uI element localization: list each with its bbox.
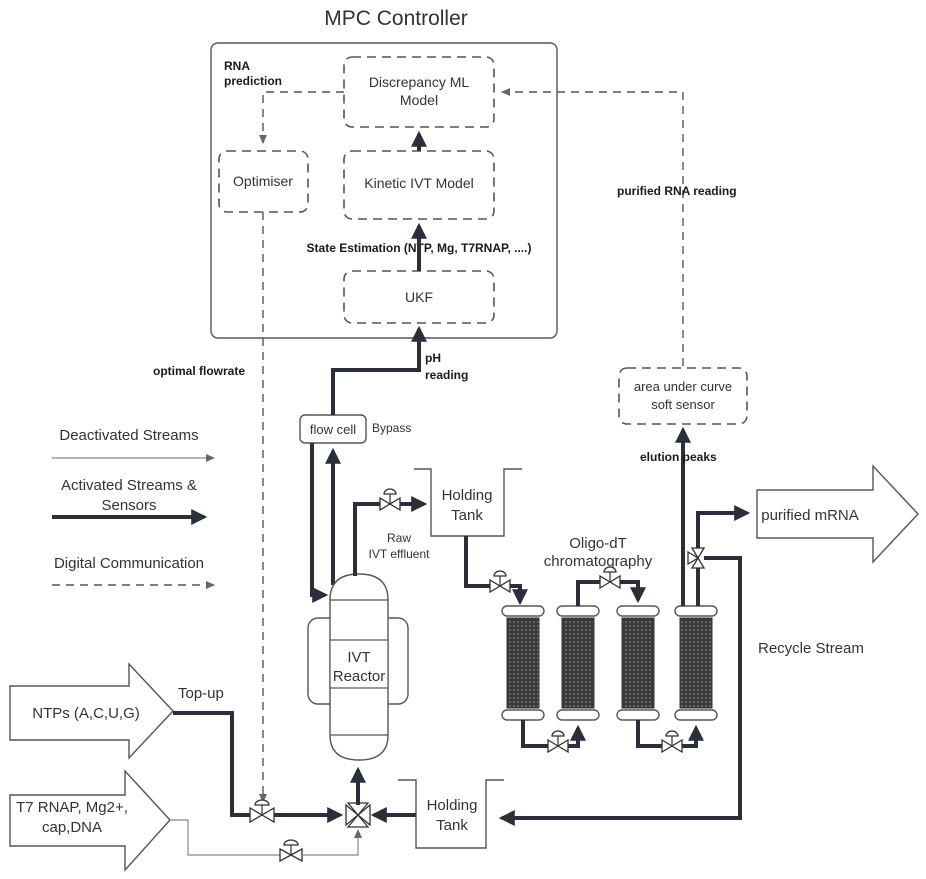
soft-sensor-label-line1: area under curve xyxy=(634,379,732,394)
effluent-valve xyxy=(379,488,401,512)
legend-digital-label: Digital Communication xyxy=(54,555,204,572)
optimal-flowrate-label: optimal flowrate xyxy=(153,364,245,378)
ntps-label: NTPs (A,C,U,G) xyxy=(32,705,140,722)
recycle-stream-label: Recycle Stream xyxy=(758,640,864,657)
tank-to-column-stream-b xyxy=(510,584,528,606)
discrepancy-ml-model-box xyxy=(343,56,495,128)
recycle-stream xyxy=(498,556,742,826)
ph-reading-stream xyxy=(331,325,427,415)
rna-prediction-label-line1: RNA xyxy=(224,59,250,73)
top-up-valve xyxy=(249,799,275,824)
purified-mrna-arrow xyxy=(756,464,919,564)
rna-prediction-label-line2: prediction xyxy=(224,74,282,88)
column-valve-2 xyxy=(599,566,621,590)
reactor-label-panel xyxy=(329,639,389,689)
prediction-to-optimiser-link xyxy=(259,91,344,144)
kinetic-model-label: Kinetic IVT Model xyxy=(364,175,473,191)
flow-cell-return-stream xyxy=(310,443,329,603)
bypass-label: Bypass xyxy=(372,421,411,435)
t7-valve xyxy=(279,839,303,863)
chromatography-column-2 xyxy=(556,605,600,721)
chromatography-label-line1: Oligo-dT xyxy=(569,535,627,552)
purified-rna-reading-link xyxy=(501,88,684,366)
raw-effluent-label-line2: IVT effluent xyxy=(369,547,431,561)
ntps-feed-arrow xyxy=(9,662,174,760)
tank-to-column-stream-a xyxy=(464,536,490,588)
raw-effluent-stream-a xyxy=(353,502,380,576)
soft-sensor-box xyxy=(618,367,748,425)
column3-to-column4-stream-a xyxy=(636,720,662,748)
ph-reading-label-line2: reading xyxy=(425,368,468,382)
t7-label-line2: cap,DNA xyxy=(42,819,102,836)
ukf-label: UKF xyxy=(405,289,433,305)
optimiser-label: Optimiser xyxy=(233,173,293,189)
t7-feed-arrow xyxy=(9,769,171,872)
column-valve-1 xyxy=(547,730,569,754)
reactor-inlet-valve xyxy=(345,802,371,828)
holding-tank-top-label-line1: Holding xyxy=(442,487,493,504)
soft-sensor-label-line2: soft sensor xyxy=(651,397,715,412)
raw-effluent-label-line1: Raw xyxy=(387,531,411,545)
reactor-label-line2: Reactor xyxy=(333,668,386,685)
top-up-stream xyxy=(173,711,250,817)
column-feed-valve xyxy=(489,570,511,594)
column2-to-column3-stream-a xyxy=(576,580,600,606)
ph-reading-label-line1: pH xyxy=(425,351,441,365)
flow-cell-label: flow cell xyxy=(310,422,356,437)
t7-stream-a xyxy=(170,819,280,856)
column-valve-3 xyxy=(661,730,683,754)
t7-label-line1: T7 RNAP, Mg2+, xyxy=(16,799,128,816)
outlet-3way-valve xyxy=(687,547,706,569)
holding-tank-bottom xyxy=(398,779,504,849)
chromatography-column-1 xyxy=(501,605,545,721)
holding-tank-top-label-line2: Tank xyxy=(451,507,483,524)
reactor-label-line1: IVT xyxy=(347,649,370,666)
column1-to-column2-stream-a xyxy=(521,720,548,748)
column3-to-column4-stream-b xyxy=(682,724,704,748)
purified-rna-reading-label: purified RNA reading xyxy=(617,184,737,198)
elution-peaks-label: elution peaks xyxy=(640,450,717,464)
purified-mrna-label: purified mRNA xyxy=(761,507,859,524)
legend-activated-label-line1: Activated Streams & xyxy=(61,477,197,494)
discrepancy-model-label-line2: Model xyxy=(400,92,438,108)
controller-title: MPC Controller xyxy=(324,7,468,30)
optimiser-box xyxy=(218,150,309,213)
legend-activated-label-line2: Sensors xyxy=(101,497,156,514)
column1-to-column2-stream-b xyxy=(568,724,586,748)
legend-deactivated-label: Deactivated Streams xyxy=(59,427,198,444)
column2-to-column3-stream-b xyxy=(620,580,646,604)
t7-stream-b xyxy=(302,829,362,856)
holding-tank-bottom-label-line1: Holding xyxy=(427,797,478,814)
chromatography-label-line2: chromatography xyxy=(544,553,653,570)
holding-tank-bottom-label-line2: Tank xyxy=(436,817,468,834)
top-up-label: Top-up xyxy=(178,685,224,702)
chromatography-column-3 xyxy=(616,605,660,721)
chromatography-column-4 xyxy=(674,605,718,721)
purified-mrna-stream xyxy=(696,505,751,548)
discrepancy-model-label-line1: Discrepancy ML xyxy=(369,74,470,90)
